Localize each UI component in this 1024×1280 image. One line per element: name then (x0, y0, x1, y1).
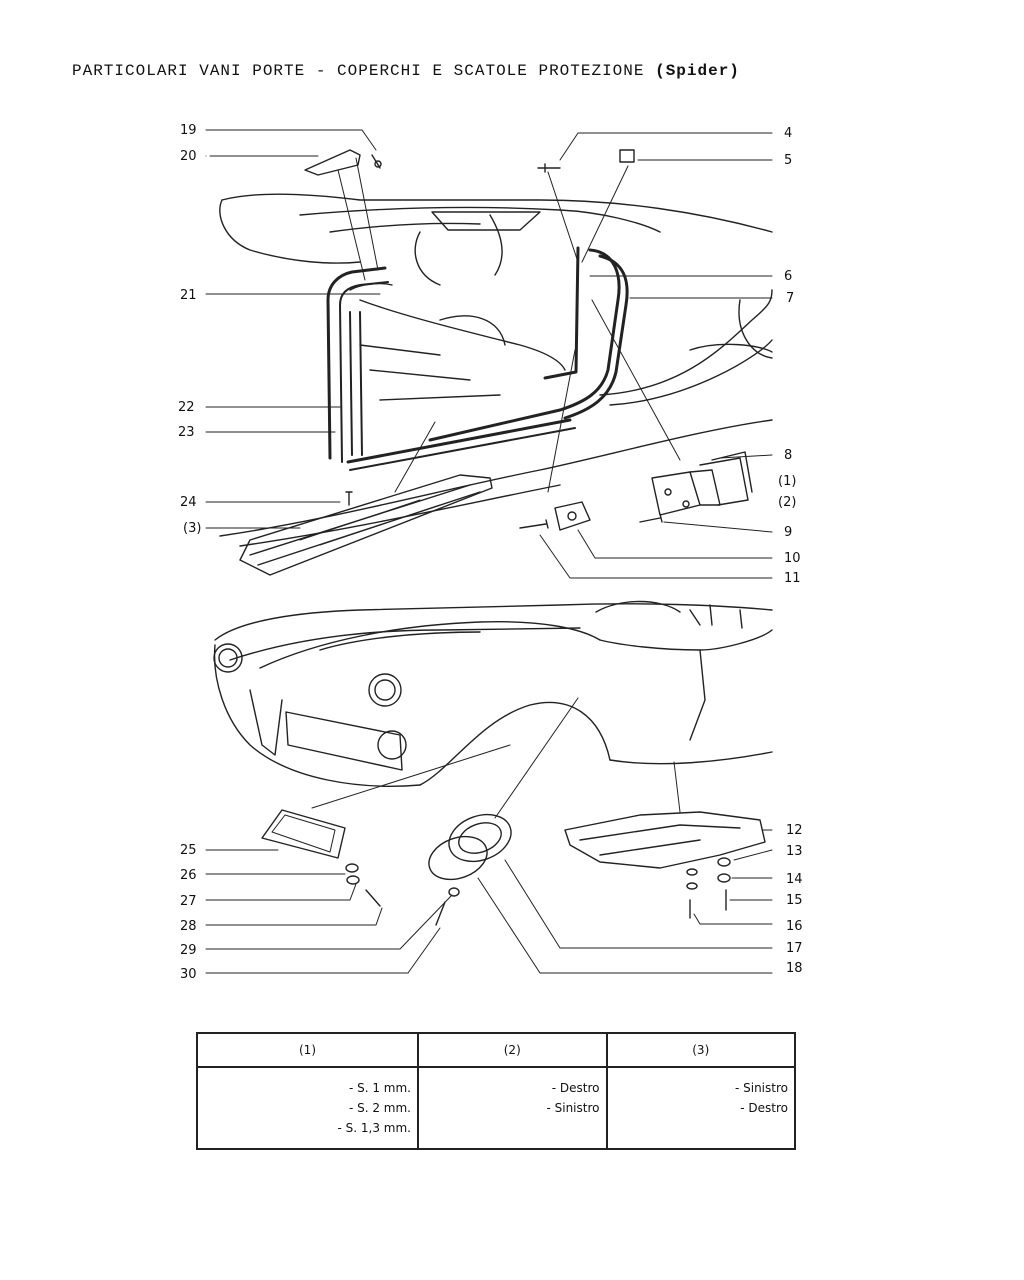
callout-13: 13 (786, 844, 803, 859)
notes-body-row: - S. 1 mm. - S. 2 mm. - S. 1,3 mm. - Des… (196, 1066, 796, 1150)
wheel-arch-cover (564, 811, 766, 869)
callout-14: 14 (786, 872, 803, 887)
notes-cell-thickness: - S. 1 mm. - S. 2 mm. - S. 1,3 mm. (196, 1066, 419, 1150)
rear-aperture-rubber (428, 246, 629, 442)
note-side3-2: - Destro (740, 1101, 788, 1115)
page-title: PARTICOLARI VANI PORTE - COPERCHI E SCAT… (72, 62, 740, 80)
callout-4: 4 (784, 126, 792, 141)
callout-18: 18 (786, 961, 803, 976)
callout-26: 26 (180, 868, 197, 883)
callout-25: 25 (180, 843, 197, 858)
callout-10: 10 (784, 551, 801, 566)
callout-29: 29 (180, 943, 197, 958)
callout-16: 16 (786, 919, 803, 934)
callout-19: 19 (180, 123, 197, 138)
callout-9: 9 (784, 525, 792, 540)
note-side2-1: - Destro (551, 1081, 600, 1095)
title-main: PARTICOLARI VANI PORTE - COPERCHI E SCAT… (72, 62, 656, 80)
notes-header-2: (2) (417, 1032, 608, 1068)
callout-labels: 19 20 21 22 23 24 (3) 4 5 6 7 8 (1) (2) … (178, 123, 803, 982)
callout-15: 15 (786, 893, 803, 908)
callout-5: 5 (784, 153, 792, 168)
callout-12: 12 (786, 823, 803, 838)
note-thickness-3: - S. 1,3 mm. (337, 1121, 411, 1135)
upper-body-outline (219, 193, 773, 547)
callout-11: 11 (784, 571, 801, 586)
notes-header-row: (1) (2) (3) (196, 1032, 796, 1068)
callout-3: (3) (183, 521, 201, 536)
note-side2-2: - Sinistro (546, 1101, 600, 1115)
notes-cell-side-2: - Destro - Sinistro (417, 1066, 608, 1150)
note-thickness-2: - S. 2 mm. (348, 1101, 411, 1115)
callout-30: 30 (180, 967, 197, 982)
callout-24: 24 (180, 495, 197, 510)
callout-23: 23 (178, 425, 195, 440)
callout-21: 21 (180, 288, 197, 303)
callout-7: 7 (786, 291, 794, 306)
lower-fasteners (345, 857, 731, 926)
leader-lines (205, 129, 773, 974)
upper-fasteners (304, 149, 635, 506)
trim-plate (261, 809, 346, 859)
variant-notes-table: (1) (2) (3) - S. 1 mm. - S. 2 mm. - S. 1… (196, 1032, 796, 1150)
notes-header-1: (1) (196, 1032, 419, 1068)
callout-22: 22 (178, 400, 195, 415)
callout-27: 27 (180, 894, 197, 909)
title-suffix: (Spider) (655, 62, 740, 80)
lower-body-outline (213, 600, 773, 787)
sill-plate (239, 474, 493, 576)
hinge-assembly (519, 451, 753, 531)
callout-28: 28 (180, 919, 197, 934)
notes-header-3: (3) (605, 1032, 796, 1068)
door-seal-strip (326, 266, 576, 471)
callout-20: 20 (180, 149, 197, 164)
callout-1: (1) (778, 474, 796, 489)
callout-17: 17 (786, 941, 803, 956)
callout-2: (2) (778, 495, 796, 510)
notes-cell-side-3: - Sinistro - Destro (605, 1066, 796, 1150)
gasket-plate (428, 813, 512, 881)
note-side3-1: - Sinistro (734, 1081, 788, 1095)
note-thickness-1: - S. 1 mm. (348, 1081, 411, 1095)
callout-8: 8 (784, 448, 792, 463)
callout-6: 6 (784, 269, 792, 284)
